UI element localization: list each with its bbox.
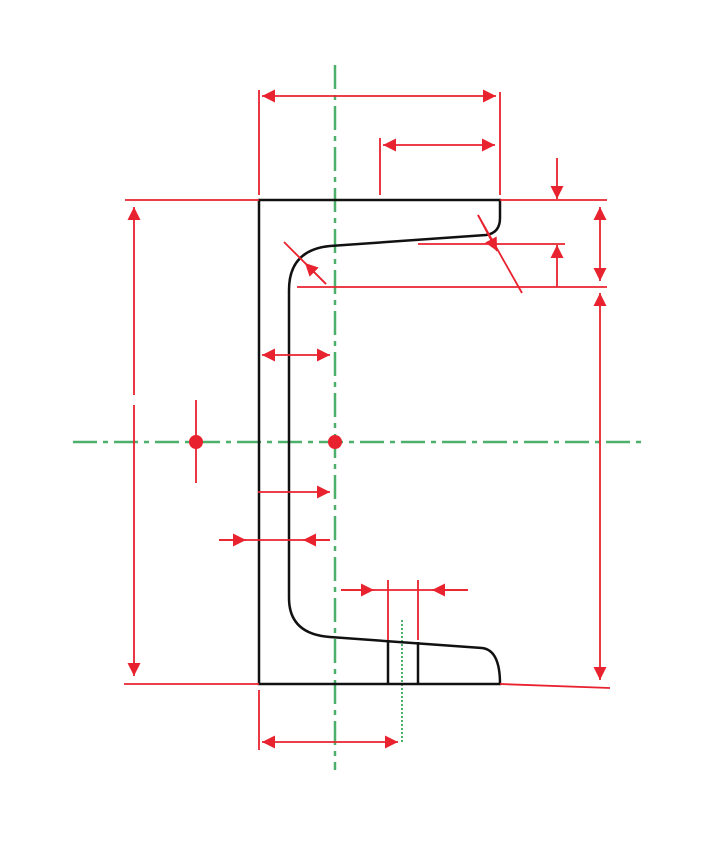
tip-radius-arrow [477, 214, 498, 252]
dimension-lines [124, 89, 611, 750]
bolt-hole [386, 640, 420, 684]
centroid-dot [328, 435, 342, 449]
shear-center-dot [189, 435, 203, 449]
extension-line [499, 683, 611, 689]
root-radius-arrow [304, 262, 327, 285]
channel-outline [257, 198, 502, 686]
centerlines [73, 65, 643, 770]
